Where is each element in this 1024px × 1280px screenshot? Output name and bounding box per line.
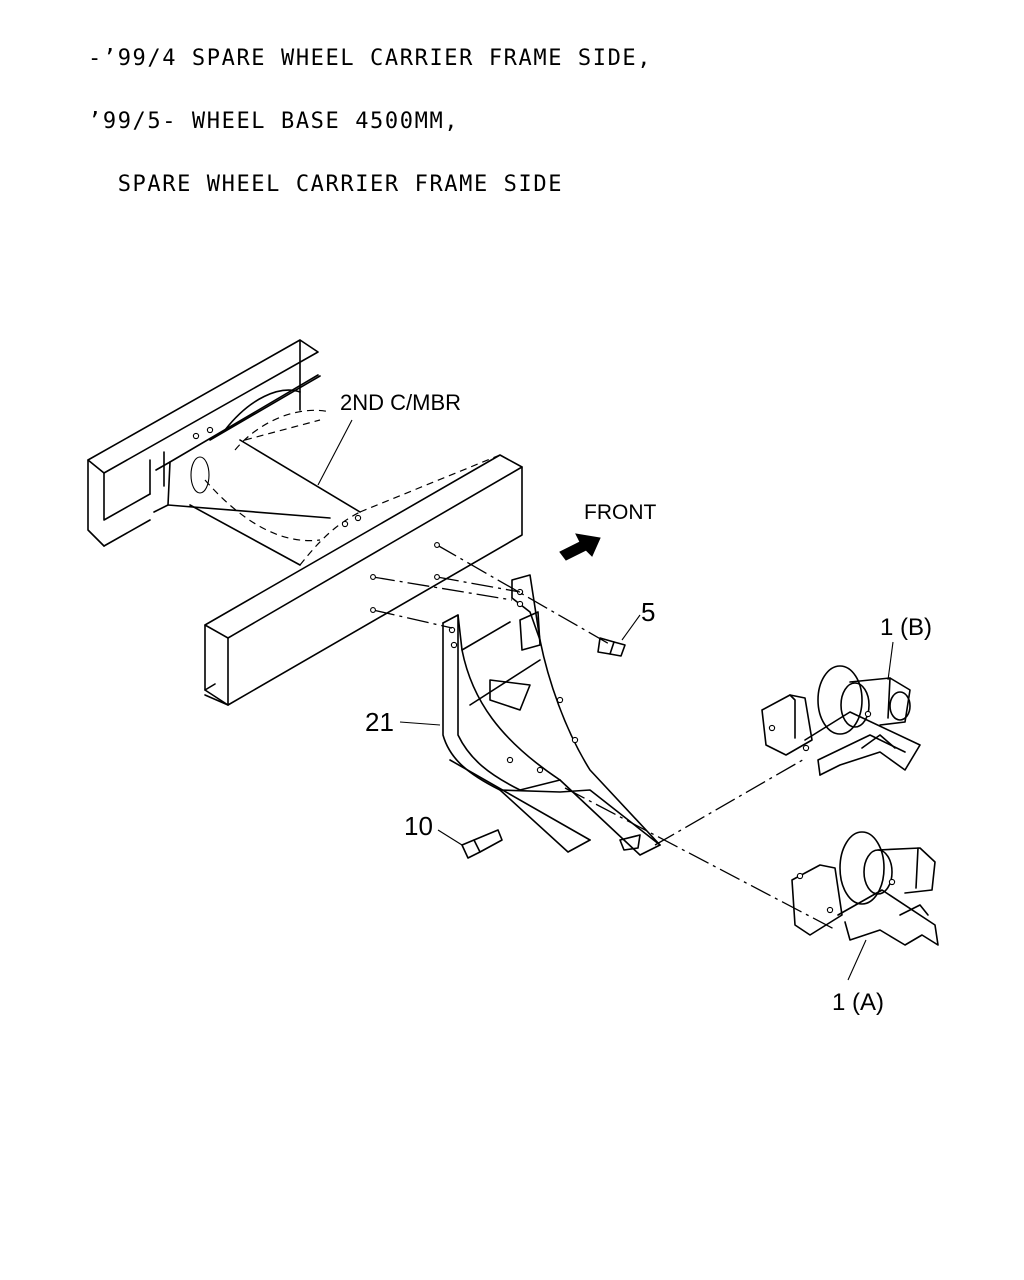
carrier-winch-1b bbox=[761, 665, 921, 776]
diagram-header: -’99/4 SPARE WHEEL CARRIER FRAME SIDE, ’… bbox=[88, 6, 652, 216]
frame-rail-assembly bbox=[87, 339, 523, 706]
part-1a-callout: 1 (A) bbox=[832, 989, 884, 1016]
carrier-winch-1a bbox=[791, 831, 939, 946]
part-21-callout: 21 bbox=[365, 707, 394, 737]
header-line-2: ’99/5- WHEEL BASE 4500MM, bbox=[88, 109, 460, 134]
carrier-bracket-21 bbox=[442, 574, 661, 856]
part-5-callout: 5 bbox=[641, 597, 655, 627]
bolt-10 bbox=[461, 829, 503, 859]
header-line-1: -’99/4 SPARE WHEEL CARRIER FRAME SIDE, bbox=[88, 46, 653, 71]
part-10-callout: 10 bbox=[404, 811, 433, 841]
cross-member-label: 2ND C/MBR bbox=[340, 390, 461, 415]
front-label: FRONT bbox=[584, 501, 656, 524]
leader-lines bbox=[317, 419, 894, 981]
centre-lines bbox=[370, 542, 837, 931]
header-line-3: SPARE WHEEL CARRIER FRAME SIDE bbox=[88, 172, 564, 197]
bolt-5 bbox=[597, 637, 626, 657]
part-1b-callout: 1 (B) bbox=[880, 614, 932, 641]
front-arrow-icon bbox=[559, 533, 601, 561]
